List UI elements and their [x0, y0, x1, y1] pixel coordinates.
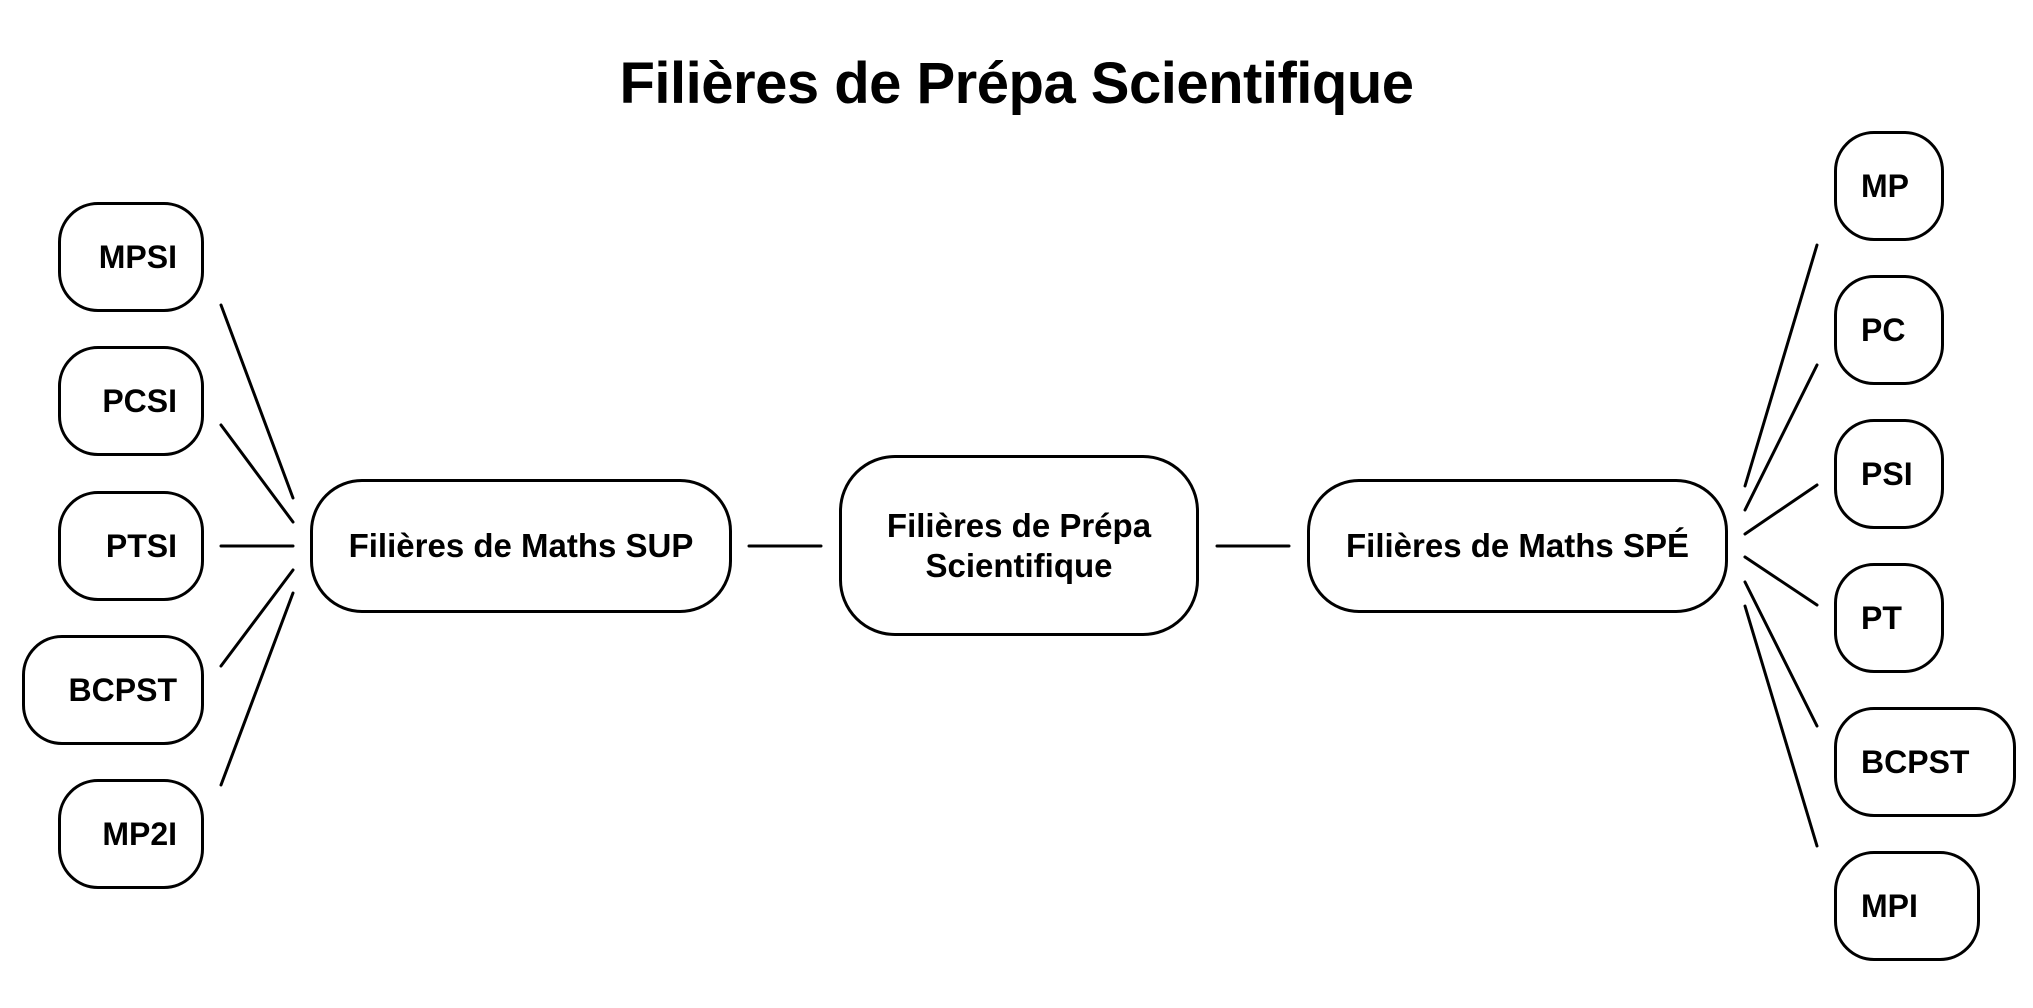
- node-spe-pc: PC: [1834, 275, 1944, 385]
- link-spe-mpi: [1743, 604, 1819, 848]
- link-spe-pt: [1743, 555, 1819, 607]
- node-spe-bcpst: BCPST: [1834, 707, 2016, 817]
- node-center-prepa: Filières de Prépa Scientifique: [839, 455, 1199, 636]
- node-label-line1: Filières de Prépa: [886, 506, 1152, 544]
- node-sup-pcsi: PCSI: [58, 346, 204, 456]
- node-label: PC: [1861, 311, 1906, 348]
- node-maths-spe: Filières de Maths SPÉ: [1307, 479, 1728, 613]
- node-spe-psi: PSI: [1834, 419, 1944, 529]
- link-spe-bcpst: [1743, 580, 1819, 728]
- node-label: MP: [1861, 167, 1909, 204]
- node-sup-mp2i: MP2I: [58, 779, 204, 889]
- node-label: MP2I: [102, 815, 177, 852]
- node-label: Filières de Maths SPÉ: [1346, 527, 1689, 564]
- node-label: MPI: [1861, 887, 1918, 924]
- node-spe-mpi: MPI: [1834, 851, 1980, 961]
- node-label: Filières de Maths SUP: [348, 527, 694, 564]
- node-label-line2: Scientifique: [925, 546, 1113, 584]
- node-spe-mp: MP: [1834, 131, 1944, 241]
- node-sup-mpsi: MPSI: [58, 202, 204, 312]
- node-label: PTSI: [105, 527, 177, 564]
- node-spe-pt: PT: [1834, 563, 1944, 673]
- link-pcsi-sup: [219, 423, 295, 524]
- node-label: BCPST: [68, 671, 177, 708]
- diagram-title: Filières de Prépa Scientifique: [619, 51, 1414, 116]
- link-mpsi-sup: [219, 303, 295, 500]
- node-label: PT: [1861, 599, 1902, 636]
- link-bcpst-sup: [219, 568, 295, 668]
- link-spe-psi: [1743, 483, 1819, 536]
- node-label: PSI: [1861, 455, 1913, 492]
- node-sup-bcpst: BCPST: [22, 635, 204, 745]
- link-mp2i-sup: [219, 591, 295, 787]
- node-sup-ptsi: PTSI: [58, 491, 204, 601]
- node-label: MPSI: [98, 238, 177, 275]
- link-spe-pc: [1743, 363, 1819, 512]
- link-spe-mp: [1743, 243, 1819, 488]
- node-label: PCSI: [102, 382, 177, 419]
- node-label: BCPST: [1861, 743, 1970, 780]
- node-maths-sup: Filières de Maths SUP: [310, 479, 732, 613]
